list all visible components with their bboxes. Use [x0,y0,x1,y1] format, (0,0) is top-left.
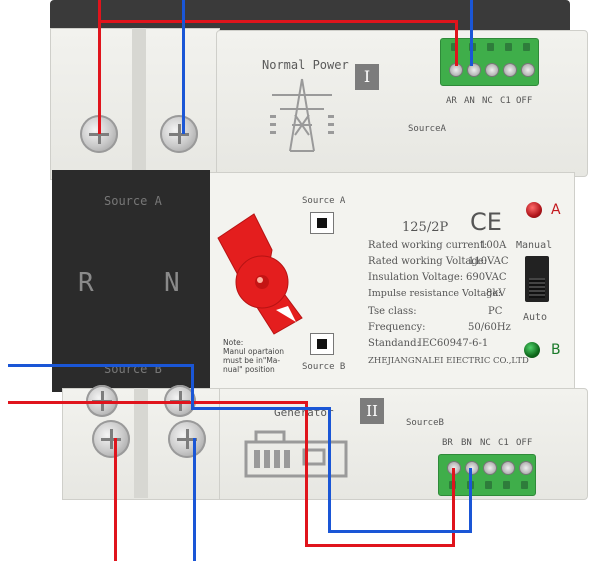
terminal-label-nc-b: NC [480,438,491,448]
spec-row-3-value: 8kV [486,288,506,299]
terminal-label-off-b: OFF [516,438,533,448]
spec-row-6-label: Standand: [368,338,420,349]
wire-blue-b-left [8,364,194,367]
pylon-icon [270,78,334,152]
indicator-label-b: B [551,342,561,358]
wire-red-a-top [98,20,458,23]
pole-label-n: N [164,268,180,298]
terminal-label-c1: C1 [500,96,511,106]
pole-divider-upper [132,28,146,178]
window-b [310,333,334,355]
spec-row-1-label: Rated working Voltage: [368,256,488,267]
model-number: 125/2P [402,220,449,235]
terminal-screw-n-top[interactable] [160,115,198,153]
switch-note: Note: Manul opartaion must be in"Ma- nua… [223,338,285,374]
spec-row-3-label: Impulse resistance Voltage: [368,288,502,299]
wire-blue-load [193,438,196,561]
spec-row-0-label: Rated working current: [368,240,488,251]
wire-red-a-vertical [98,0,101,134]
wire-red-b-up [452,468,455,547]
manual-switch-knob[interactable] [210,210,310,340]
wire-blue-a-drop [470,0,473,66]
wire-red-b-down [305,401,308,547]
black-panel [52,170,210,392]
bottom-roman: II [366,402,378,420]
spec-row-0-value: 100A [480,240,507,251]
wire-blue-a-vertical [182,0,185,134]
terminal-label-off: OFF [516,96,533,106]
switch-pos-b: Source B [302,362,346,372]
spec-row-5-label: Frequency: [368,322,426,333]
window-a [310,212,334,234]
pole-label-r: R [78,268,94,298]
wire-red-a-drop [455,20,458,66]
mode-toggle[interactable] [525,256,549,302]
terminal-label-nc: NC [482,96,493,106]
indicator-light-b [524,342,540,358]
wire-red-load [114,438,117,561]
pole-divider-lower [134,388,148,498]
wire-red-b-bottom [305,544,455,547]
generator-icon [244,430,348,478]
indicator-label-a: A [551,202,561,218]
spec-row-1-value: 110VAC [468,256,509,267]
terminal-label-an: AN [464,96,475,106]
indicator-light-a [526,202,542,218]
terminal-label-bn: BN [461,438,472,448]
terminal-screw-r-bottom[interactable] [92,420,130,458]
terminal-label-ar: AR [446,96,457,106]
source-b-label: SourceB [406,418,444,428]
wire-blue-b-down2 [328,407,331,533]
top-roman: I [363,67,371,86]
spec-row-6-value: IEC60947-6-1 [418,338,489,349]
wire-blue-b-up [469,468,472,533]
mode-auto-label: Auto [523,312,548,323]
ce-mark: CE [470,208,502,236]
terminal-label-c1-b: C1 [498,438,509,448]
switch-pos-a: Source A [302,196,346,206]
wire-blue-b-bottom [328,530,472,533]
black-panel-source-a: Source A [104,194,162,208]
spec-row-4-label: Tse class: [368,306,417,317]
manufacturer: ZHEJIANGNALEI EIECTRIC CO.,LTD [368,356,529,366]
top-title: Normal Power [262,58,349,72]
terminal-screw-n-bottom[interactable] [168,420,206,458]
spec-row-4-value: PC [488,306,503,317]
terminal-label-br: BR [442,438,453,448]
mode-manual-label: Manual [516,240,553,251]
spec-row-2-value: 690VAC [466,272,507,283]
wire-red-b-left [8,401,308,404]
bottom-roman-badge: II [360,398,384,424]
top-roman-badge: I [355,64,379,90]
spec-row-5-value: 50/60Hz [468,322,511,333]
wire-blue-b-down1 [191,364,194,410]
spec-row-2-label: Insulation Voltage: [368,272,464,283]
wire-blue-b-mid [191,407,331,410]
source-a-label: SourceA [408,124,446,134]
